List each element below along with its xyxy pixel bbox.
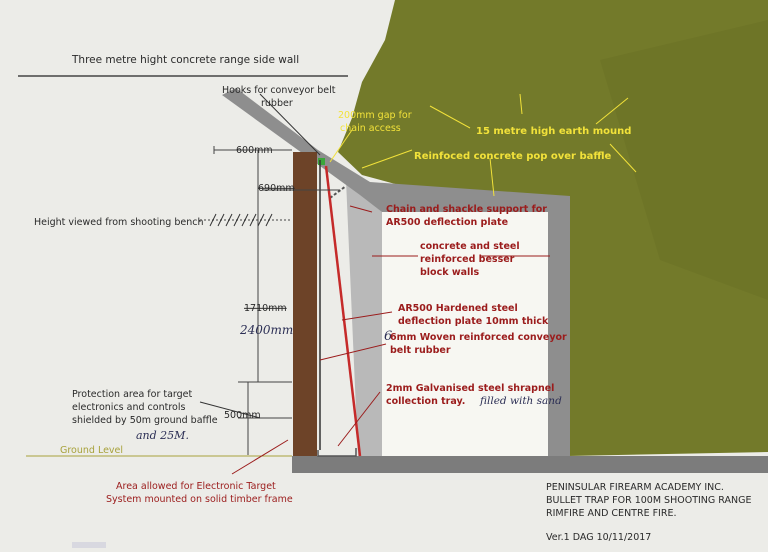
protect-label-line2: electronics and controls <box>72 402 185 413</box>
tray-label-line1: 2mm Galvanised steel shrapnel <box>386 383 554 394</box>
dim-2400-handwritten: 2400mm <box>239 323 293 337</box>
tray-label-line2: collection tray. <box>386 396 465 407</box>
belt-digit-handwritten: 6 <box>384 329 392 344</box>
mound-label: 15 metre high earth mound <box>476 126 631 137</box>
tray-handwritten-note: filled with sand <box>479 395 562 407</box>
bench-height-hatch <box>209 213 273 227</box>
tape-mark <box>72 542 106 548</box>
dim-1710-label: 1710mm <box>244 303 287 314</box>
chain-label-line1: Chain and shackle support for <box>386 204 547 215</box>
ar500-plate <box>324 165 362 457</box>
baffle-label: Reinfoced concrete pop over baffle <box>414 151 612 162</box>
height-bench-label: Height viewed from shooting bench <box>34 217 204 228</box>
leader-lines <box>199 93 637 475</box>
timber-frame <box>293 152 317 456</box>
besser-label-line1: concrete and steel <box>420 241 520 252</box>
front-block-wall <box>346 180 382 456</box>
ar500-label-line1: AR500 Hardened steel <box>398 303 518 314</box>
dim-500-label: 500mm <box>224 410 261 421</box>
besser-label-line3: block walls <box>420 267 480 278</box>
ground-level-label: Ground Level <box>60 445 123 456</box>
title-line3: RIMFIRE AND CENTRE FIRE. <box>546 508 677 519</box>
dim-690-label: 690mm <box>258 183 295 194</box>
protect-label-line3: shielded by 50m ground baffle <box>72 415 218 426</box>
hooks-label-line2: rubber <box>261 98 293 109</box>
side-wall-label: Three metre hight concrete range side wa… <box>71 54 299 66</box>
chain-label-line2: AR500 deflection plate <box>386 217 508 228</box>
gap-label-line1: 200mm gap for <box>338 110 412 121</box>
besser-label-line2: reinforced besser <box>420 254 515 265</box>
version-label: Ver.1 DAG 10/11/2017 <box>546 532 651 543</box>
belt-label-line1: 6mm Woven reinforced conveyor <box>390 332 567 343</box>
hook-green <box>318 158 325 165</box>
back-block-wall <box>548 200 570 458</box>
protect-label-line1: Protection area for target <box>72 389 193 400</box>
title-line2: BULLET TRAP FOR 100M SHOOTING RANGE <box>546 495 751 506</box>
title-line1: PENINSULAR FIREARM ACADEMY INC. <box>546 482 724 493</box>
area-label-line1: Area allowed for Electronic Target <box>116 481 276 492</box>
trap-cavity <box>382 212 548 456</box>
dim-600-label: 600mm <box>236 145 273 156</box>
pop-over-baffle <box>222 88 570 212</box>
belt-label-line2: belt rubber <box>390 345 451 356</box>
mound-shading <box>600 20 768 300</box>
hand-25m-note: and 25M. <box>136 429 189 442</box>
dimensions <box>199 146 340 455</box>
area-label-line2: System mounted on solid timber frame <box>106 494 293 505</box>
ground-slab <box>292 456 768 473</box>
gap-label-line2: chain access <box>340 123 401 134</box>
ar500-label-line2: deflection plate 10mm thick <box>398 316 549 327</box>
collection-tray <box>317 448 357 457</box>
hooks-label-line1: Hooks for conveyor belt <box>222 85 336 96</box>
chain <box>329 185 347 199</box>
